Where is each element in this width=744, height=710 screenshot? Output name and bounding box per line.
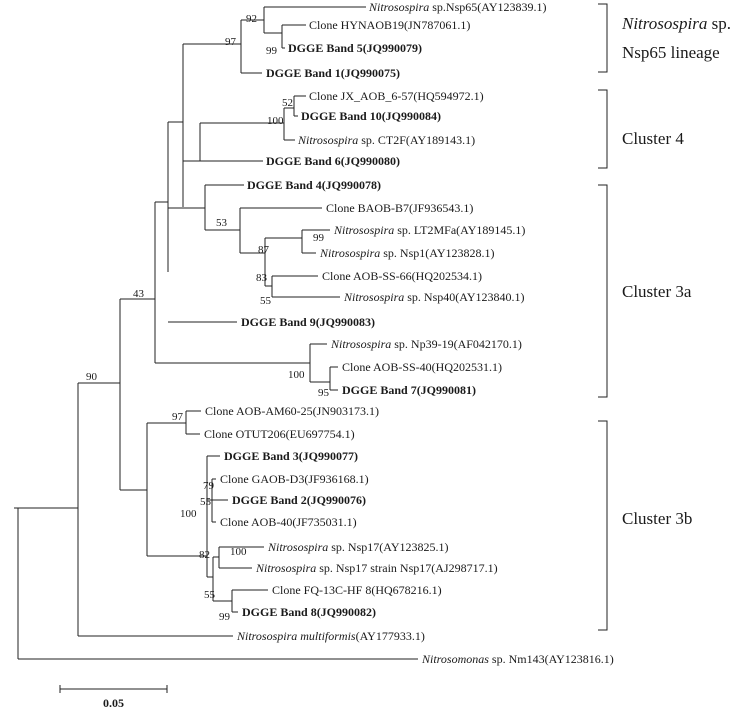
- tree-branches: [14, 6, 418, 660]
- scale-bar: 0.05: [59, 685, 168, 710]
- bracket-cluster3b: [598, 420, 608, 631]
- scale-bar-label: 0.05: [103, 696, 124, 710]
- leaf-l11: Nitrosospira sp. LT2MFa(AY189145.1): [333, 223, 525, 237]
- leaf-l3: DGGE Band 5(JQ990079): [288, 41, 422, 55]
- leaf-l13: Clone AOB-SS-66(HQ202534.1): [322, 269, 482, 283]
- leaf-l10: Clone BAOB-B7(JF936543.1): [326, 201, 473, 215]
- cluster-labels: Nitrosospira sp. Nsp65 lineage Cluster 4…: [621, 14, 731, 528]
- bootstrap-value: 55: [204, 589, 216, 601]
- cluster-brackets: [598, 3, 608, 631]
- leaf-l5: Clone JX_AOB_6-57(HQ594972.1): [309, 89, 484, 103]
- leaf-l28: DGGE Band 8(JQ990082): [242, 605, 376, 619]
- leaf-l22: Clone GAOB-D3(JF936168.1): [220, 472, 369, 486]
- leaf-l1: Nitrosospira sp.Nsp65(AY123839.1): [368, 0, 546, 14]
- bootstrap-value: 99: [266, 45, 278, 57]
- bootstrap-value: 82: [199, 549, 210, 561]
- bootstrap-value: 92: [246, 13, 257, 25]
- leaf-l2: Clone HYNAOB19(JN787061.1): [309, 18, 470, 32]
- bracket-cluster4: [598, 89, 608, 169]
- bootstrap-value: 100: [230, 546, 247, 558]
- leaf-l20: Clone OTUT206(EU697754.1): [204, 427, 355, 441]
- leaf-l27: Clone FQ-13C-HF 8(HQ678216.1): [272, 583, 442, 597]
- bootstrap-value: 99: [313, 232, 325, 244]
- leaf-l6: DGGE Band 10(JQ990084): [301, 109, 441, 123]
- bootstrap-values: 92 97 99 52 100 53 87 99 83 55 43 100 95…: [86, 13, 330, 623]
- bootstrap-value: 43: [133, 288, 145, 300]
- leaf-l7: Nitrosospira sp. CT2F(AY189143.1): [297, 133, 475, 147]
- cluster-label-cluster3b: Cluster 3b: [622, 509, 692, 528]
- leaf-l17: Clone AOB-SS-40(HQ202531.1): [342, 360, 502, 374]
- leaf-l14: Nitrosospira sp. Nsp40(AY123840.1): [343, 290, 524, 304]
- leaf-l15: DGGE Band 9(JQ990083): [241, 315, 375, 329]
- leaf-l19: Clone AOB-AM60-25(JN903173.1): [205, 404, 379, 418]
- bootstrap-value: 95: [318, 387, 330, 399]
- bootstrap-value: 100: [267, 115, 284, 127]
- leaf-l9: DGGE Band 4(JQ990078): [247, 178, 381, 192]
- cluster-label-nsp65: Nitrosospira sp.: [621, 14, 731, 33]
- leaf-l24: Clone AOB-40(JF735031.1): [220, 515, 357, 529]
- bracket-nsp65: [598, 3, 608, 73]
- leaf-l4: DGGE Band 1(JQ990075): [266, 66, 400, 80]
- bootstrap-value: 55: [200, 496, 212, 508]
- leaf-l25: Nitrosospira sp. Nsp17(AY123825.1): [267, 540, 448, 554]
- cluster-label-cluster3a: Cluster 3a: [622, 282, 692, 301]
- leaf-l8: DGGE Band 6(JQ990080): [266, 154, 400, 168]
- leaf-l26: Nitrosospira sp. Nsp17 strain Nsp17(AJ29…: [255, 561, 498, 575]
- bootstrap-value: 55: [260, 295, 272, 307]
- bootstrap-value: 87: [258, 244, 270, 256]
- leaf-l12: Nitrosospira sp. Nsp1(AY123828.1): [319, 246, 494, 260]
- bootstrap-value: 79: [203, 480, 215, 492]
- bootstrap-value: 100: [288, 369, 305, 381]
- leaf-labels: Nitrosospira sp.Nsp65(AY123839.1) Clone …: [204, 0, 614, 666]
- leaf-l29: Nitrosospira multiformis(AY177933.1): [236, 629, 425, 643]
- bootstrap-value: 83: [256, 272, 268, 284]
- leaf-l21: DGGE Band 3(JQ990077): [224, 449, 358, 463]
- cluster-label-cluster4: Cluster 4: [622, 129, 684, 148]
- bootstrap-value: 100: [180, 508, 197, 520]
- bootstrap-value: 52: [282, 97, 293, 109]
- leaf-l16: Nitrosospira sp. Np39-19(AF042170.1): [330, 337, 522, 351]
- leaf-l18: DGGE Band 7(JQ990081): [342, 383, 476, 397]
- bootstrap-value: 97: [225, 36, 237, 48]
- cluster-label-nsp65-line2: Nsp65 lineage: [622, 43, 720, 62]
- bootstrap-value: 90: [86, 371, 98, 383]
- bootstrap-value: 53: [216, 217, 228, 229]
- leaf-l23: DGGE Band 2(JQ990076): [232, 493, 366, 507]
- bracket-cluster3a: [598, 184, 608, 398]
- leaf-l30: Nitrosomonas sp. Nm143(AY123816.1): [421, 652, 614, 666]
- bootstrap-value: 97: [172, 411, 184, 423]
- bootstrap-value: 99: [219, 611, 231, 623]
